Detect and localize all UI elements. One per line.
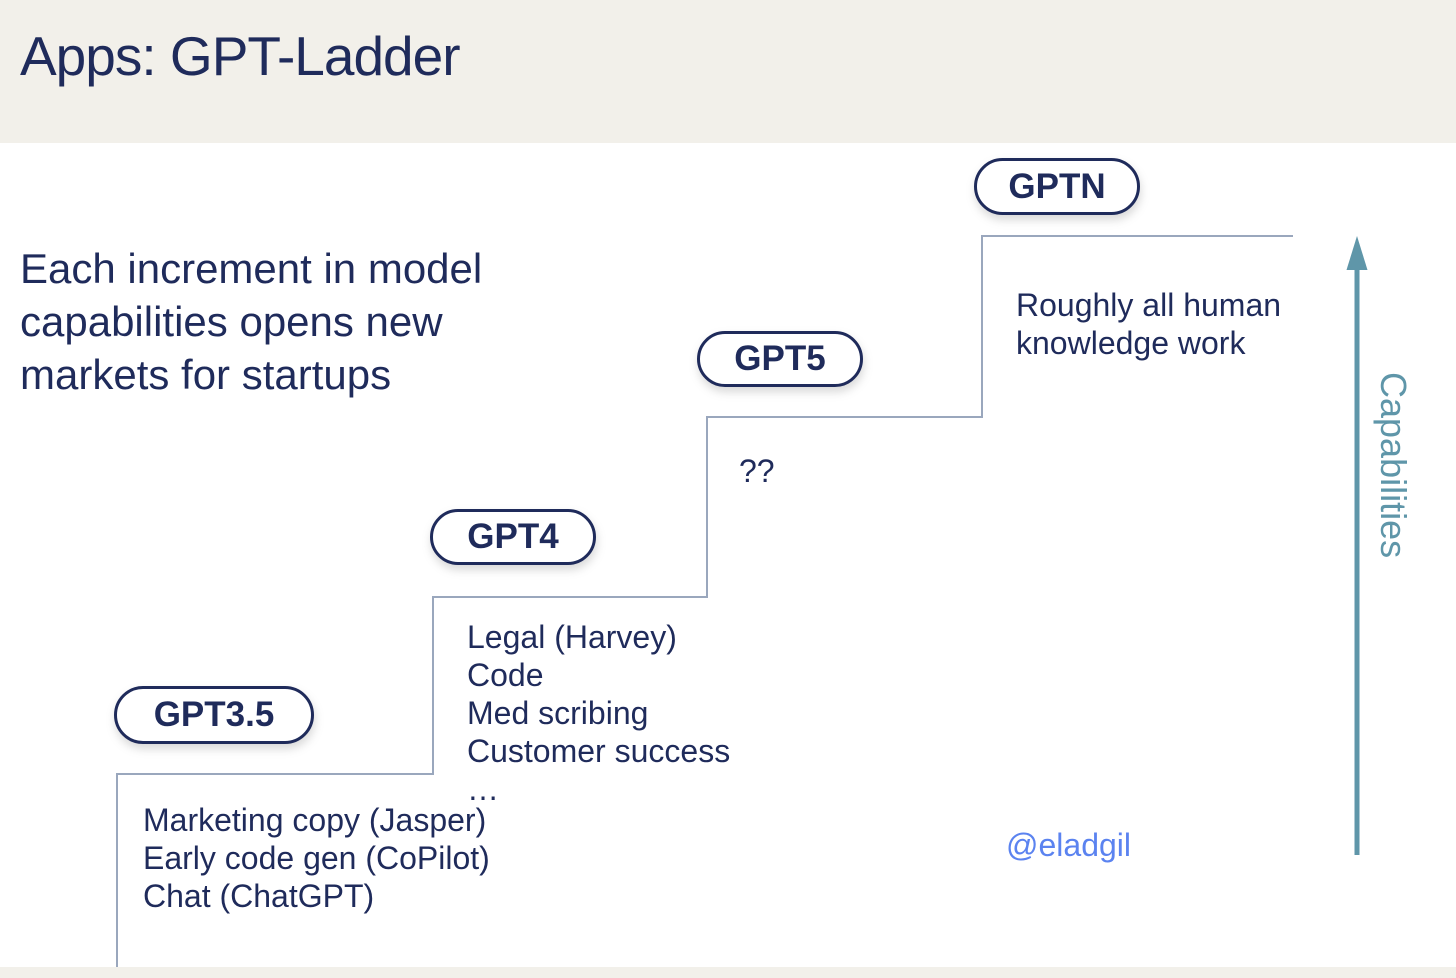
- header-band: [0, 0, 1456, 143]
- staircase-line: [116, 235, 1293, 967]
- capabilities-axis-label: Capabilities: [1373, 372, 1414, 559]
- list-item: Chat (ChatGPT): [143, 878, 375, 914]
- gpt4-pill: GPT4: [430, 509, 596, 565]
- list-item: Med scribing: [467, 695, 649, 731]
- list-item: ??: [739, 453, 775, 489]
- gpt35-pill: GPT3.5: [114, 686, 314, 744]
- footer-band: [0, 967, 1456, 978]
- list-item: Legal (Harvey): [467, 619, 677, 655]
- gptn-pill: GPTN: [974, 158, 1140, 215]
- gpt5-item-list: ??: [739, 452, 775, 490]
- gpt4-item-list: Legal (Harvey) Code Med scribing Custome…: [467, 618, 730, 808]
- gpt35-item-list: Marketing copy (Jasper) Early code gen (…: [143, 801, 490, 915]
- list-item: Early code gen (CoPilot): [143, 840, 490, 876]
- capabilities-arrow-up-icon: [1346, 236, 1368, 855]
- list-item: Roughly all human knowledge work: [1016, 287, 1282, 361]
- list-item-ellipsis: …: [467, 771, 499, 807]
- list-item: Code: [467, 657, 544, 693]
- list-item: Marketing copy (Jasper): [143, 802, 487, 838]
- list-item: Customer success: [467, 733, 731, 769]
- intro-paragraph: Each increment in model capabilities ope…: [20, 245, 483, 398]
- gpt5-pill: GPT5: [697, 331, 863, 387]
- gptn-item-list: Roughly all human knowledge work: [1016, 286, 1316, 362]
- page-title: Apps: GPT-Ladder: [20, 25, 461, 87]
- attribution-handle: @eladgil: [1006, 827, 1131, 863]
